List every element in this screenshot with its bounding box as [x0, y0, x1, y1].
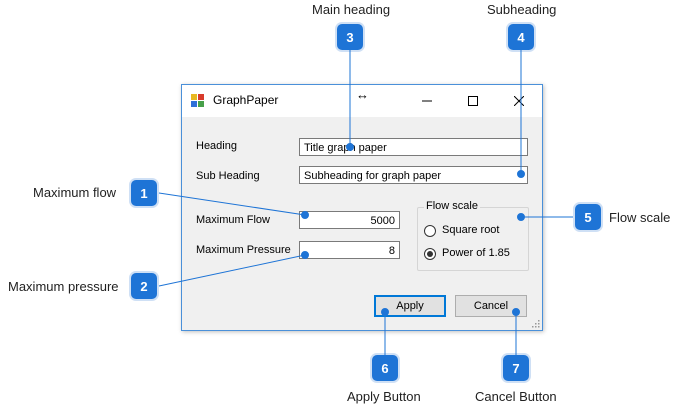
resize-cursor-icon: ↔ — [356, 87, 369, 102]
resize-grip-icon[interactable] — [532, 320, 540, 328]
max-flow-label: Maximum Flow — [196, 214, 270, 226]
callout-badge-5: 5 — [575, 204, 601, 230]
title-bar[interactable]: GraphPaper ↔ — [182, 85, 542, 117]
callout-label-subheading: Subheading — [487, 2, 557, 17]
max-pressure-input[interactable]: 8 — [299, 241, 400, 259]
callout-badge-1: 1 — [131, 180, 157, 206]
radio-square-root-label: Square root — [442, 224, 500, 236]
callout-label-maximum-flow: Maximum flow — [33, 185, 117, 200]
minimize-button[interactable] — [404, 85, 450, 117]
callout-badge-4: 4 — [508, 24, 534, 50]
max-pressure-label: Maximum Pressure — [196, 244, 291, 256]
maximize-icon — [468, 96, 478, 106]
callout-badge-3: 3 — [337, 24, 363, 50]
subheading-label: Sub Heading — [196, 170, 260, 182]
callout-badge-6: 6 — [372, 355, 398, 381]
subheading-input[interactable]: Subheading for graph paper — [299, 166, 528, 184]
flow-scale-group: Flow scale Square root Power of 1.85 — [417, 200, 529, 271]
radio-power-circle[interactable] — [424, 248, 436, 260]
flow-scale-title: Flow scale — [424, 200, 480, 212]
cancel-button[interactable]: Cancel — [455, 295, 527, 317]
maximize-button[interactable] — [450, 85, 496, 117]
close-icon — [514, 96, 524, 106]
graphpaper-window: GraphPaper ↔ Heading Title graph paper S… — [181, 84, 543, 331]
callout-label-flow-scale: Flow scale — [609, 210, 671, 225]
callout-label-main-heading: Main heading — [312, 2, 391, 17]
heading-input[interactable]: Title graph paper — [299, 138, 528, 156]
close-button[interactable] — [496, 85, 542, 117]
max-flow-input[interactable]: 5000 — [299, 211, 400, 229]
radio-power-label: Power of 1.85 — [442, 247, 510, 259]
minimize-icon — [422, 100, 432, 102]
radio-power[interactable]: Power of 1.85 — [424, 246, 524, 262]
window-title: GraphPaper — [213, 93, 279, 107]
callout-badge-7: 7 — [503, 355, 529, 381]
heading-label: Heading — [196, 140, 237, 152]
callout-badge-2: 2 — [131, 273, 157, 299]
callout-label-cancel-button: Cancel Button — [475, 389, 557, 404]
radio-selected-dot — [427, 251, 433, 257]
apply-button[interactable]: Apply — [374, 295, 446, 317]
app-icon — [191, 94, 204, 107]
radio-square-root[interactable]: Square root — [424, 223, 524, 239]
callout-label-apply-button: Apply Button — [347, 389, 421, 404]
radio-square-root-circle[interactable] — [424, 225, 436, 237]
callout-label-maximum-pressure: Maximum pressure — [8, 279, 119, 294]
